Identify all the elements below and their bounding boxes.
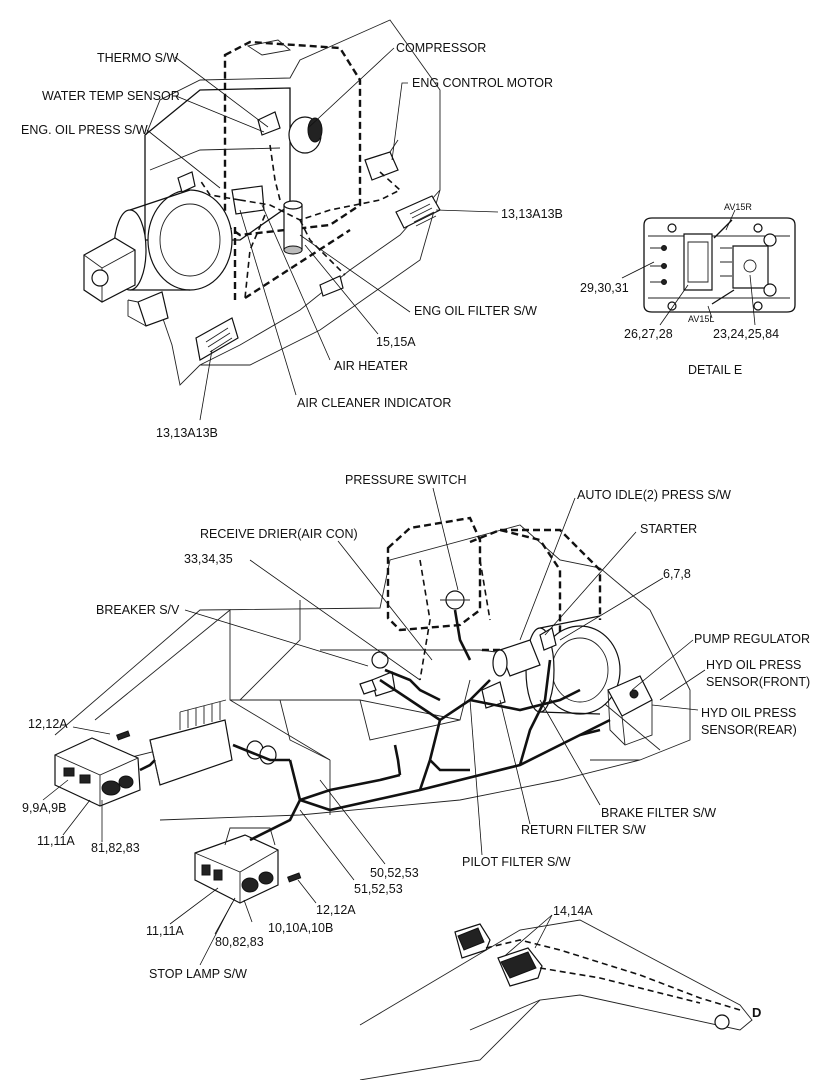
part-80-label: 80,82,83 bbox=[215, 935, 264, 949]
part-15-label: 15,15A bbox=[376, 335, 416, 349]
lamp-13-right-label: 13,13A13B bbox=[501, 207, 563, 221]
part-26-label: 26,27,28 bbox=[624, 327, 673, 341]
machine-leader-lines bbox=[42, 487, 706, 966]
part-23-label: 23,24,25,84 bbox=[713, 327, 779, 341]
stop-lamp-sw-label: STOP LAMP S/W bbox=[149, 967, 247, 981]
part-11-top-label: 11,11A bbox=[37, 834, 75, 848]
eng-oil-filter-sw-label: ENG OIL FILTER S/W bbox=[414, 304, 537, 318]
lamp-13-left-label: 13,13A13B bbox=[156, 426, 218, 440]
pressure-switch-label: PRESSURE SWITCH bbox=[345, 473, 467, 487]
breaker-sv-label: BREAKER S/V bbox=[96, 603, 180, 617]
part-14-label: 14,14A bbox=[553, 904, 593, 918]
receive-drier-label: RECEIVE DRIER(AIR CON) bbox=[200, 527, 358, 541]
detail-e-view bbox=[621, 209, 796, 326]
part-50-label: 50,52,53 bbox=[370, 866, 419, 880]
hyd-front-label-2: SENSOR(FRONT) bbox=[706, 675, 810, 689]
eng-oil-press-sw-label: ENG. OIL PRESS S/W bbox=[21, 123, 148, 137]
av15l-label: AV15L bbox=[688, 314, 714, 324]
detail-e-title: DETAIL E bbox=[688, 363, 742, 377]
auto-idle-press-sw-label: AUTO IDLE(2) PRESS S/W bbox=[577, 488, 731, 502]
brake-filter-sw-label: BRAKE FILTER S/W bbox=[601, 806, 716, 820]
part-6-label: 6,7,8 bbox=[663, 567, 691, 581]
pedal-detail-view bbox=[359, 919, 753, 1080]
water-temp-sensor-label: WATER TEMP SENSOR bbox=[42, 89, 180, 103]
pilot-filter-sw-label: PILOT FILTER S/W bbox=[462, 855, 571, 869]
part-9-label: 9,9A,9B bbox=[22, 801, 66, 815]
hyd-rear-label-2: SENSOR(REAR) bbox=[701, 723, 797, 737]
engine-leader-lines bbox=[146, 47, 499, 421]
starter-label: STARTER bbox=[640, 522, 697, 536]
return-filter-sw-label: RETURN FILTER S/W bbox=[521, 823, 646, 837]
part-33-label: 33,34,35 bbox=[184, 552, 233, 566]
eng-control-motor-label: ENG CONTROL MOTOR bbox=[412, 76, 553, 90]
part-10-label: 10,10A,10B bbox=[268, 921, 333, 935]
machine-harness-view bbox=[54, 516, 691, 904]
engine-harness-view bbox=[83, 19, 441, 386]
air-cleaner-indicator-label: AIR CLEANER INDICATOR bbox=[297, 396, 451, 410]
hyd-rear-label-1: HYD OIL PRESS bbox=[701, 706, 796, 720]
av15r-label: AV15R bbox=[724, 202, 752, 212]
part-12-top-label: 12,12A bbox=[28, 717, 68, 731]
air-heater-label: AIR HEATER bbox=[334, 359, 408, 373]
part-29-label: 29,30,31 bbox=[580, 281, 629, 295]
marker-d-label: D bbox=[752, 1005, 761, 1020]
thermo-sw-label: THERMO S/W bbox=[97, 51, 178, 65]
part-12-bottom-label: 12,12A bbox=[316, 903, 356, 917]
part-51-label: 51,52,53 bbox=[354, 882, 403, 896]
compressor-label: COMPRESSOR bbox=[396, 41, 486, 55]
hyd-front-label-1: HYD OIL PRESS bbox=[706, 658, 801, 672]
part-11-bottom-label: 11,11A bbox=[146, 924, 184, 938]
pump-regulator-label: PUMP REGULATOR bbox=[694, 632, 810, 646]
part-81-label: 81,82,83 bbox=[91, 841, 140, 855]
